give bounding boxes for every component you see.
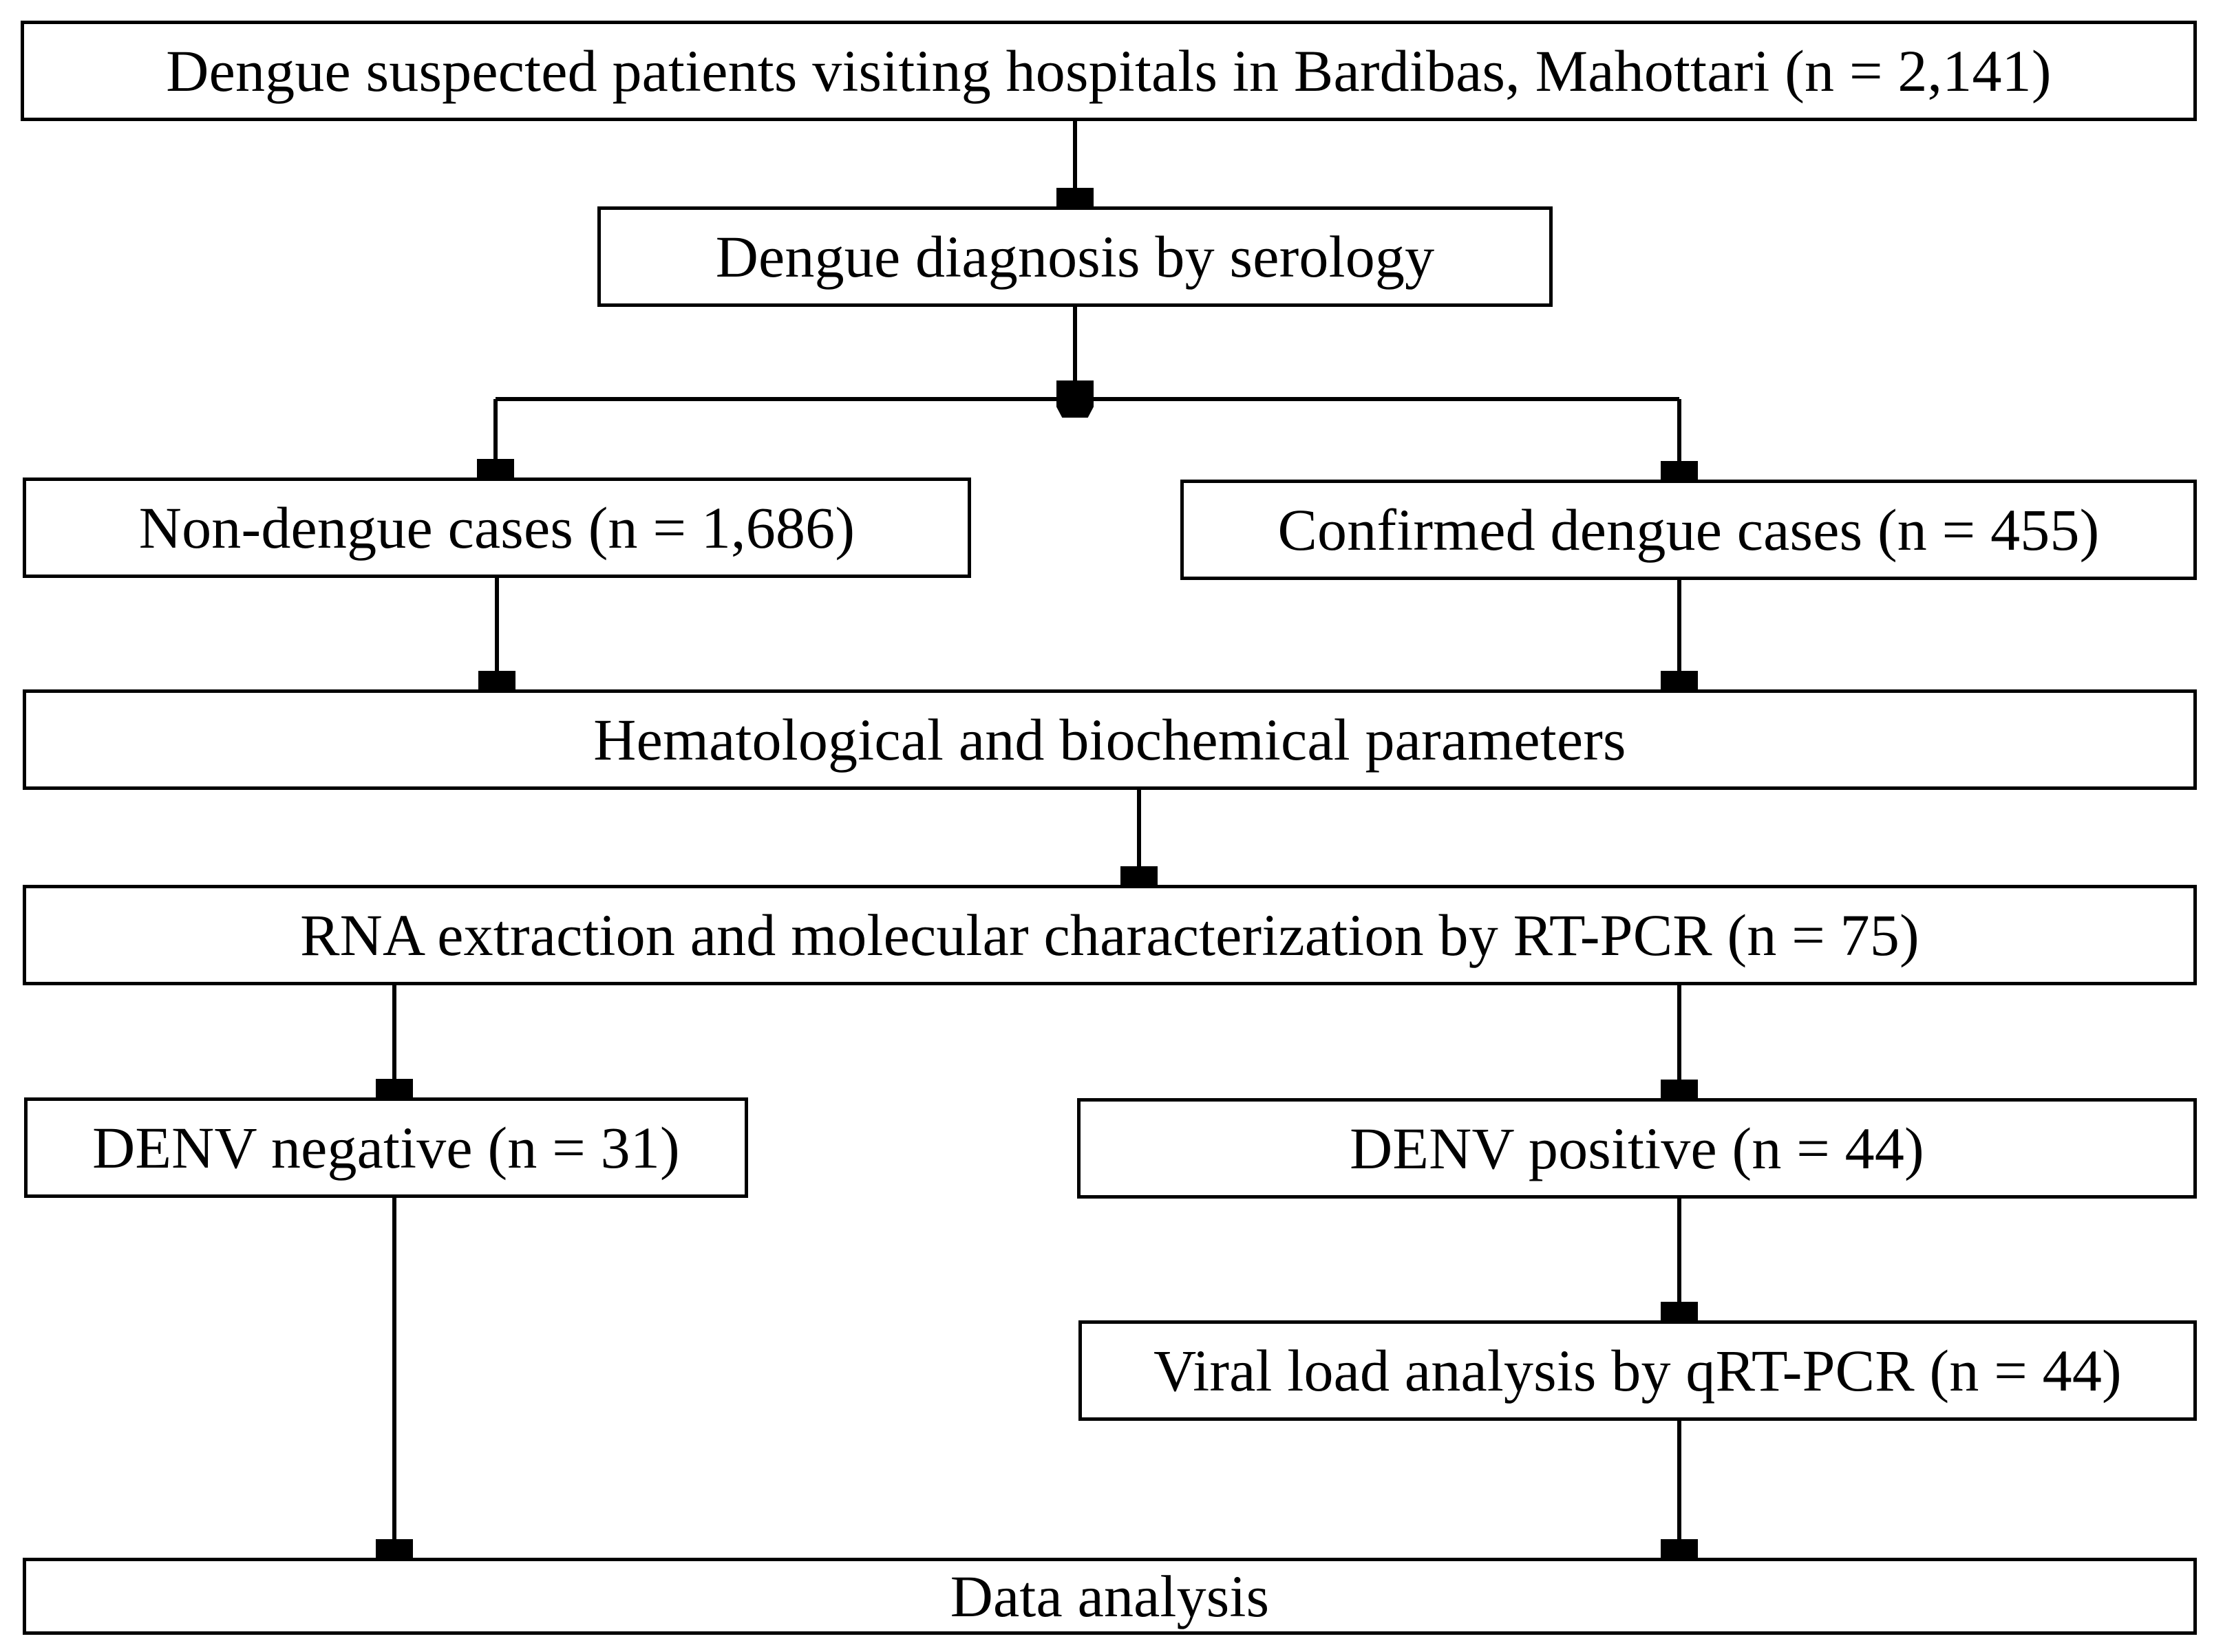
node-label-denv-negative: DENV negative (n = 31) [92,1114,680,1181]
node-label-hematological-biochemical-parameters: Hematological and biochemical parameters [593,706,1626,773]
node-label-data-analysis: Data analysis [950,1563,1270,1629]
node-rna-extraction-rtpcr[interactable]: RNA extraction and molecular characteriz… [23,885,2197,985]
node-data-analysis[interactable]: Data analysis [23,1558,2197,1635]
node-suspected-patients[interactable]: Dengue suspected patients visiting hospi… [21,21,2197,121]
node-hematological-biochemical-parameters[interactable]: Hematological and biochemical parameters [23,689,2197,790]
node-label-denv-positive: DENV positive (n = 44) [1350,1115,1924,1181]
node-label-non-dengue-cases: Non-dengue cases (n = 1,686) [138,494,855,561]
node-viral-load-qrtpcr[interactable]: Viral load analysis by qRT-PCR (n = 44) [1078,1320,2197,1421]
node-non-dengue-cases[interactable]: Non-dengue cases (n = 1,686) [23,478,971,578]
node-label-dengue-diagnosis-serology: Dengue diagnosis by serology [715,223,1435,290]
node-label-viral-load-qrtpcr: Viral load analysis by qRT-PCR (n = 44) [1153,1337,2122,1404]
node-denv-negative[interactable]: DENV negative (n = 31) [24,1097,748,1198]
node-label-confirmed-dengue-cases: Confirmed dengue cases (n = 455) [1277,496,2100,563]
node-label-suspected-patients: Dengue suspected patients visiting hospi… [166,37,2052,104]
node-label-rna-extraction-rtpcr: RNA extraction and molecular characteriz… [300,901,1919,968]
node-dengue-diagnosis-serology[interactable]: Dengue diagnosis by serology [597,206,1553,307]
node-confirmed-dengue-cases[interactable]: Confirmed dengue cases (n = 455) [1180,480,2197,580]
node-denv-positive[interactable]: DENV positive (n = 44) [1077,1098,2197,1199]
